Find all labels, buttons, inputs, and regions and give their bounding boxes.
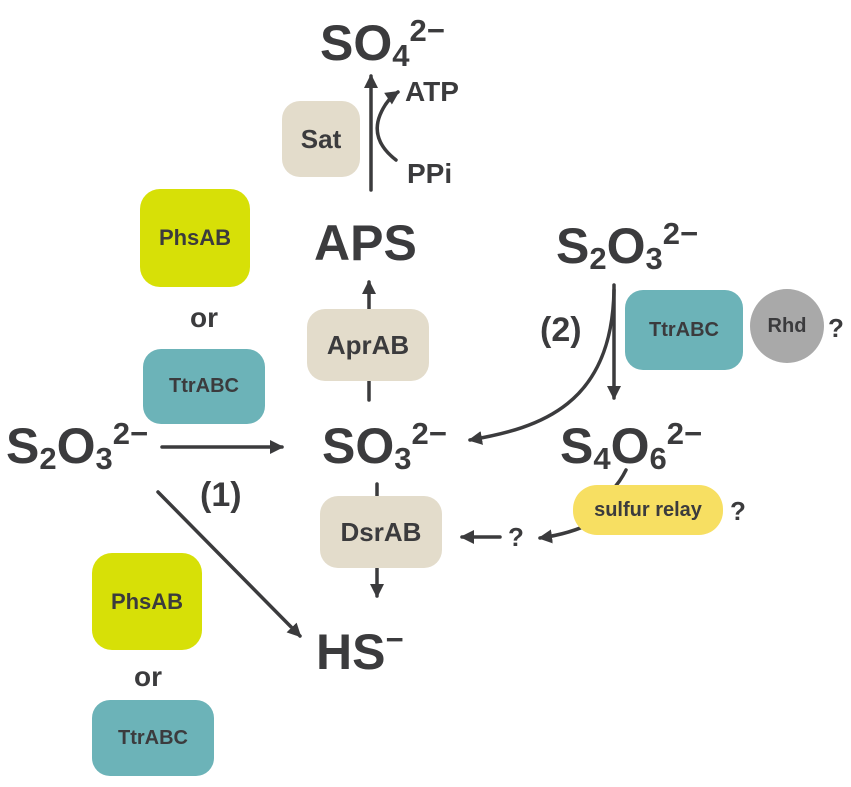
tetrathionate-label: S4O62− bbox=[560, 416, 703, 476]
pathway-2-label: (2) bbox=[540, 311, 582, 349]
rhd-enzyme: Rhd bbox=[750, 289, 824, 363]
sulfate-label: SO42− bbox=[320, 13, 445, 73]
or-top-label: or bbox=[190, 302, 218, 333]
thiosulfate-right-label: S2O32− bbox=[556, 216, 699, 276]
dsrab-enzyme: DsrAB bbox=[320, 496, 442, 568]
ppi-label: PPi bbox=[407, 158, 453, 189]
sulfide-label: HS− bbox=[316, 622, 404, 681]
phsab-top-enzyme: PhsAB bbox=[140, 189, 250, 287]
or-bottom-label: or bbox=[134, 661, 162, 692]
dsr-question-label: ? bbox=[508, 522, 524, 552]
relay-question-label: ? bbox=[730, 496, 746, 526]
atp-label: ATP bbox=[405, 76, 459, 107]
phsab-bottom-enzyme: PhsAB bbox=[92, 553, 202, 650]
ttrabc-right-enzyme: TtrABC bbox=[625, 290, 743, 370]
arrow-ppi-to-atp bbox=[375, 90, 400, 162]
sulfite-label: SO32− bbox=[322, 416, 447, 476]
sulfur-relay-box: sulfur relay bbox=[573, 485, 723, 535]
pathway-1-label: (1) bbox=[200, 476, 242, 514]
rhd-question-label: ? bbox=[828, 313, 844, 343]
thiosulfate-left-label: S2O32− bbox=[6, 416, 149, 476]
arrow-thiosulfate-to-sulfite-2 bbox=[468, 288, 616, 445]
ttrabc-top-enzyme: TtrABC bbox=[143, 349, 265, 424]
sat-enzyme: Sat bbox=[282, 101, 360, 177]
aps-label: APS bbox=[314, 215, 417, 271]
arrow-thiosulfate-to-sulfide bbox=[156, 490, 302, 638]
aprab-enzyme: AprAB bbox=[307, 309, 429, 381]
ttrabc-bottom-enzyme: TtrABC bbox=[92, 700, 214, 776]
